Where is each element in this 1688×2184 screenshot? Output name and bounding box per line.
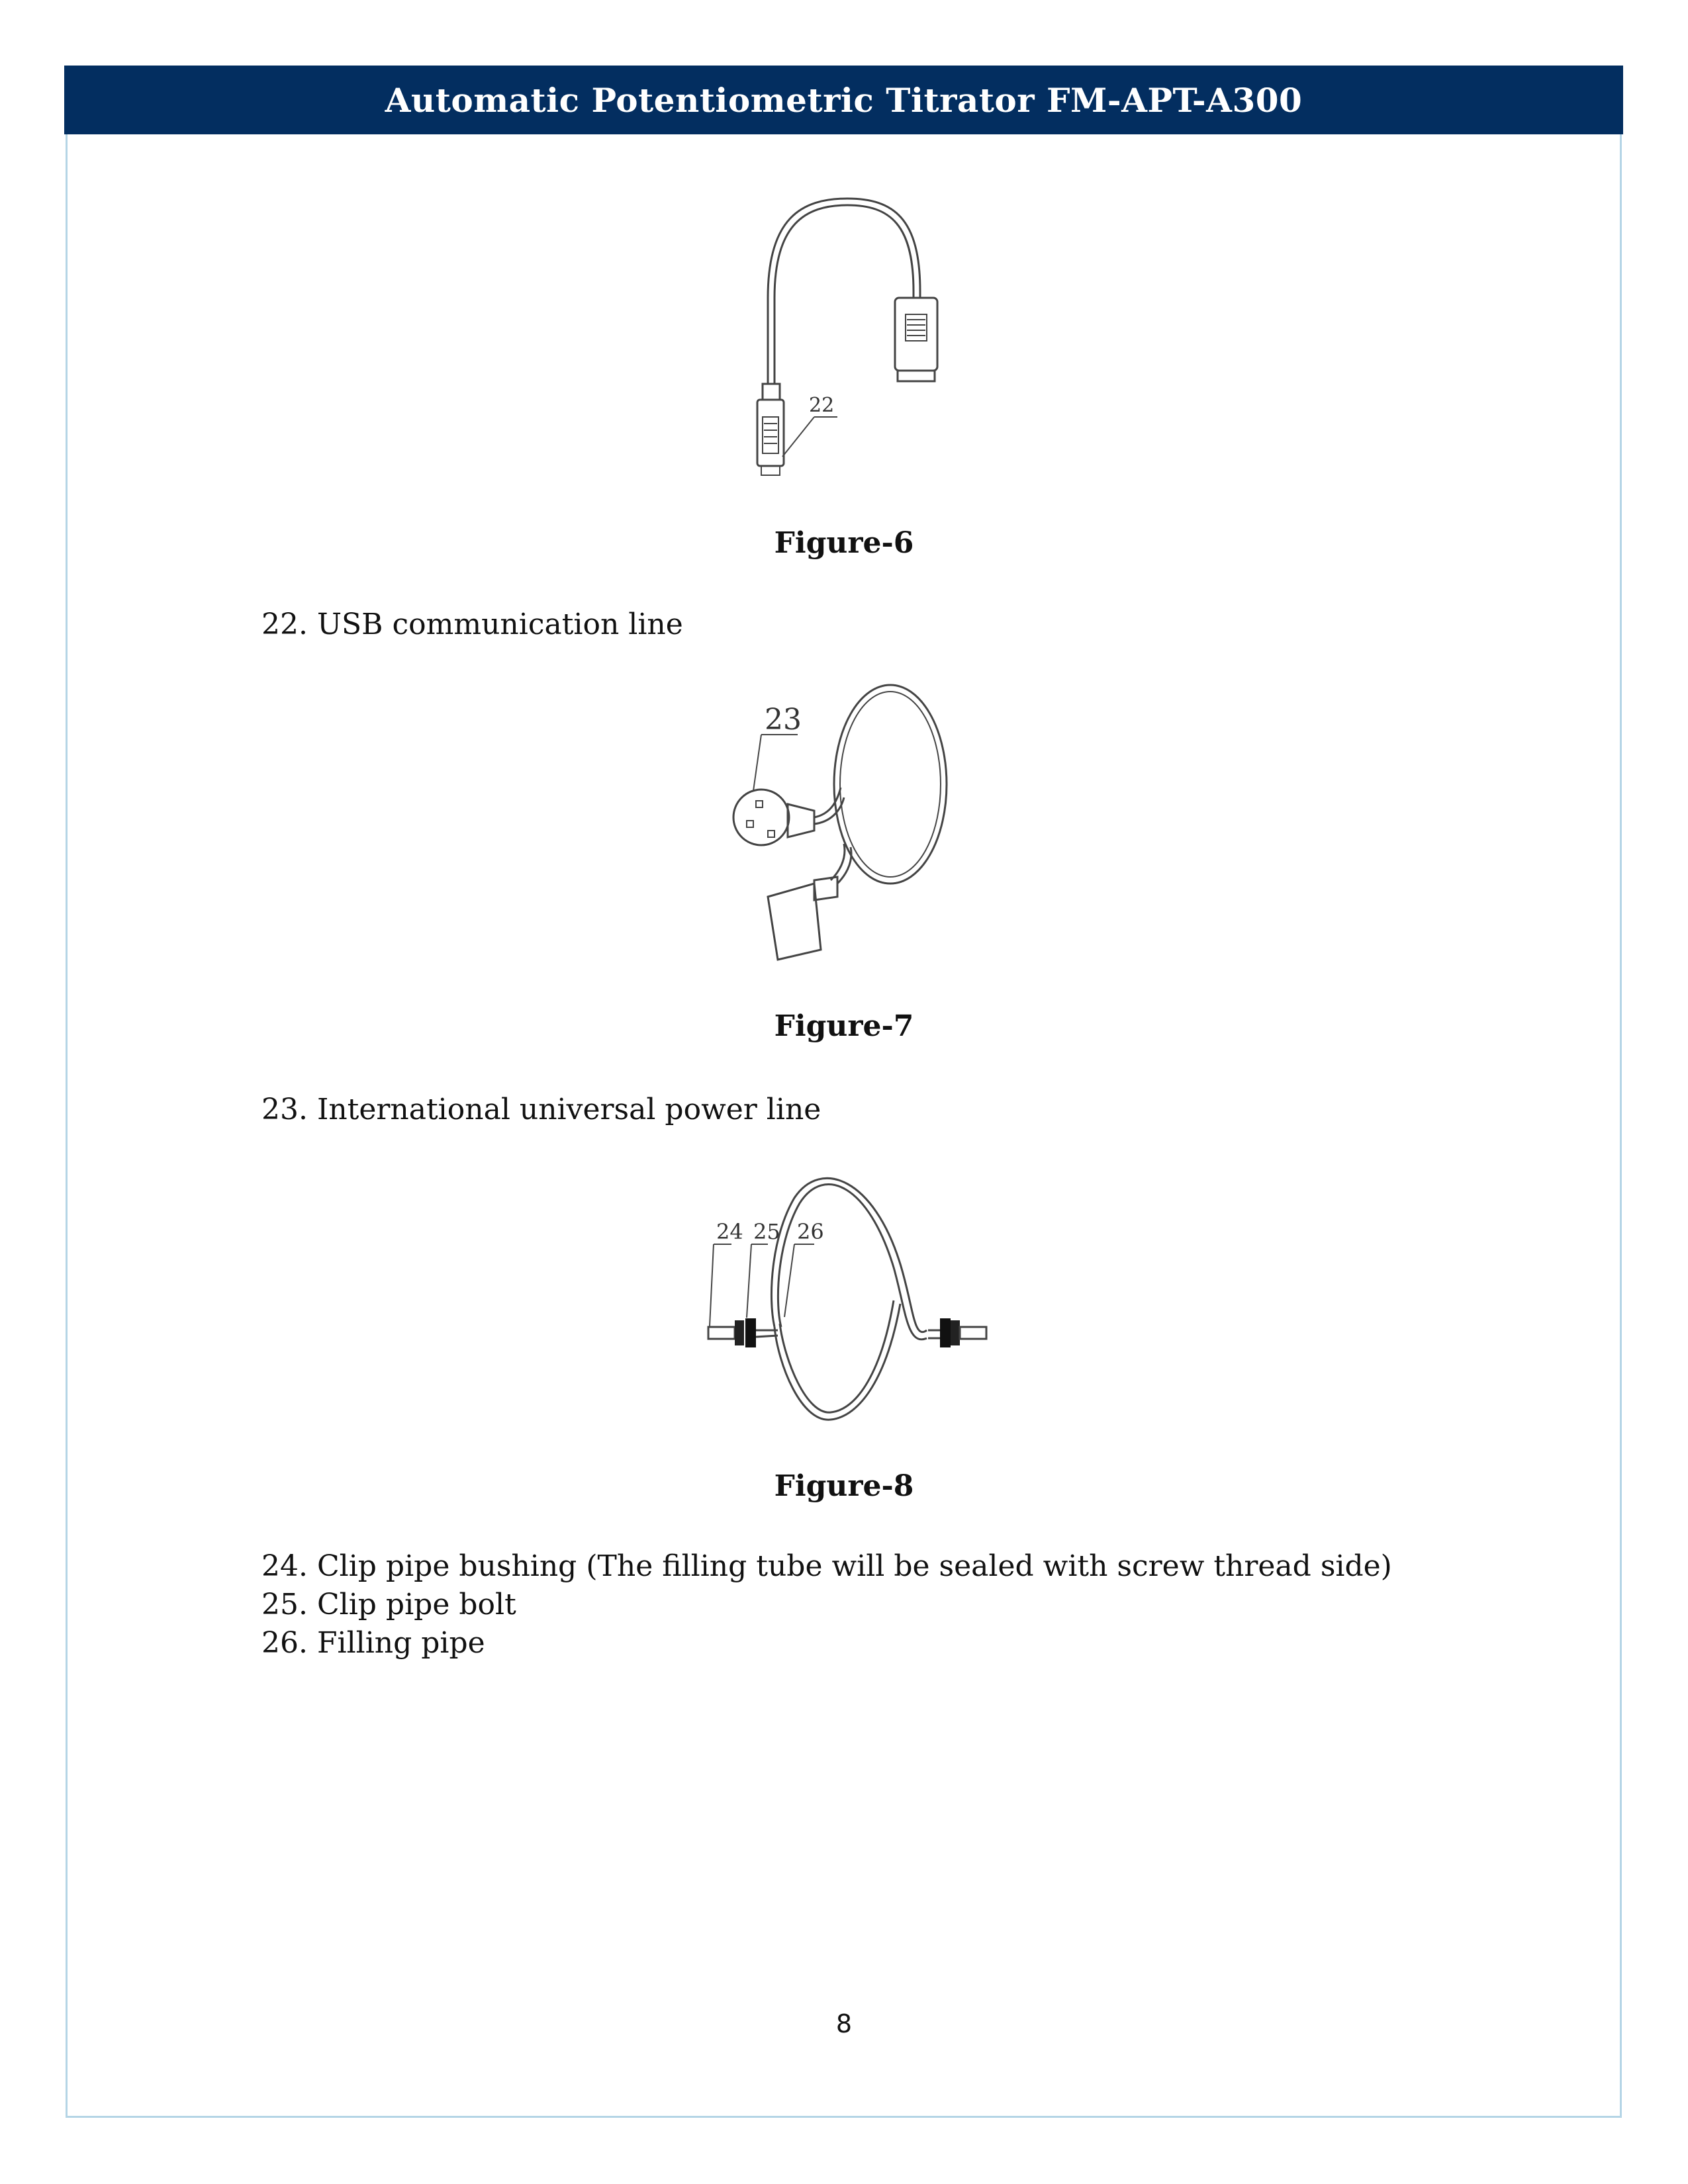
- figure-6-usb-cable-illustration: 22: [756, 197, 939, 476]
- callout-23: 23: [765, 703, 802, 737]
- figure-7-item-1: 23. International universal power line: [261, 1093, 821, 1126]
- figure-7-power-cord-illustration: 23: [732, 684, 948, 961]
- figure-8-item-1: 24. Clip pipe bushing (The filling tube …: [261, 1549, 1392, 1583]
- callout-22: 22: [809, 394, 834, 417]
- callout-24: 24: [716, 1219, 743, 1244]
- page-number: 8: [835, 2009, 853, 2038]
- figure-8-item-2: 25. Clip pipe bolt: [261, 1588, 516, 1621]
- figure-8-caption: Figure-8: [774, 1469, 914, 1503]
- figure-8-item-3: 26. Filling pipe: [261, 1626, 485, 1660]
- callout-25: 25: [753, 1219, 780, 1244]
- figure-7-caption: Figure-7: [774, 1009, 914, 1043]
- document-title: Automatic Potentiometric Titrator FM-APT…: [385, 80, 1303, 120]
- figure-6-item-1: 22. USB communication line: [261, 608, 683, 641]
- figure-8-filling-pipe-illustration: 24 25 26: [707, 1177, 988, 1421]
- header-bar: Automatic Potentiometric Titrator FM-APT…: [64, 66, 1623, 134]
- callout-26: 26: [797, 1219, 824, 1244]
- figure-6-caption: Figure-6: [774, 526, 914, 560]
